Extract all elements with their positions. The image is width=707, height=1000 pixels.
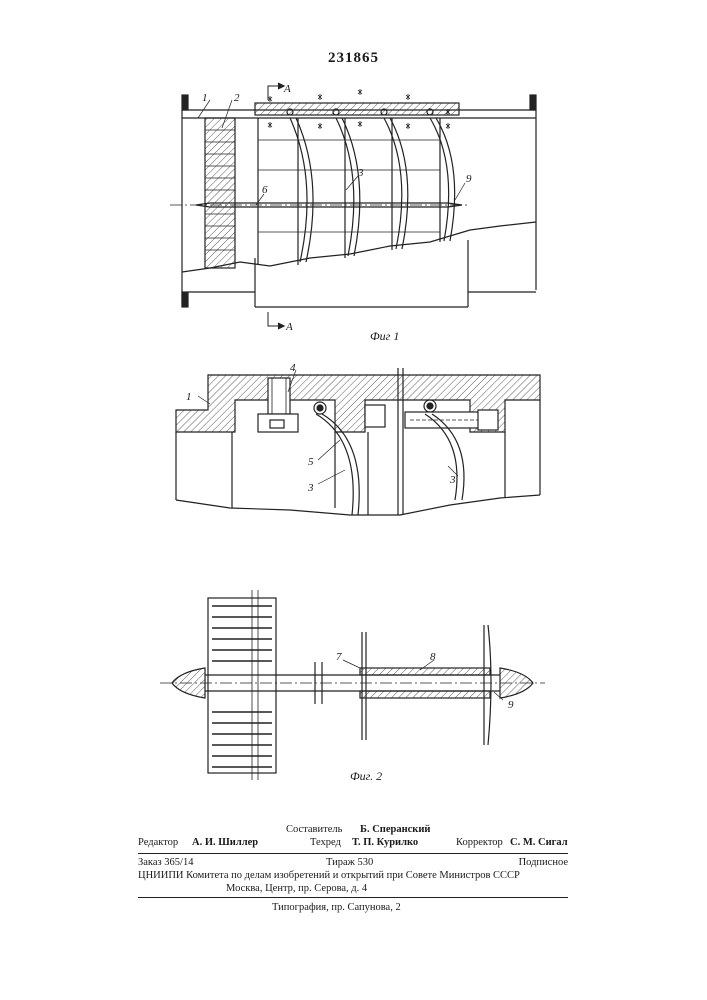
printing-row: Типография, пр. Сапунова, 2: [138, 901, 568, 914]
institute: ЦНИИПИ Комитета по делам изобретений и о…: [138, 869, 520, 882]
credits-block: Составитель Б. Сперанский Редактор А. И.…: [138, 823, 568, 849]
editor-name: А. И. Шиллер: [192, 836, 258, 849]
label-fig1-6: 6: [262, 184, 268, 196]
printing-divider: [138, 897, 568, 898]
order-number: Заказ 365/14: [138, 856, 193, 869]
address-row: Москва, Центр, пр. Серова, д. 4: [138, 882, 568, 895]
label-fig2-8: 8: [430, 651, 436, 663]
printing-house: Типография, пр. Сапунова, 2: [272, 901, 401, 914]
figure-1: [170, 83, 536, 329]
label-fig2-9: 9: [508, 699, 514, 711]
publication-row: Заказ 365/14 Тираж 530 Подписное: [138, 856, 568, 869]
technical-drawing: 1 2 6 3 9 A A Фиг 1: [0, 0, 707, 800]
editor-label: Редактор: [138, 836, 178, 849]
printing-block: Типография, пр. Сапунова, 2: [138, 901, 568, 914]
composer-label: Составитель: [286, 823, 342, 836]
credits-divider: [138, 853, 568, 854]
corrector-name: С. М. Сигал: [510, 836, 568, 849]
label-fig1-9: 9: [466, 173, 472, 185]
label-detail-1: 1: [186, 391, 192, 403]
figure-detail-section: [176, 368, 540, 515]
circulation: Тираж 530: [326, 856, 373, 869]
label-detail-4: 4: [290, 362, 296, 374]
section-mark-bottom: A: [285, 321, 293, 333]
label-detail-3a: 3: [307, 482, 314, 494]
figure-1-caption: Фиг 1: [370, 329, 399, 343]
figure-2-caption: Фиг. 2: [350, 769, 382, 783]
label-fig1-1: 1: [202, 92, 208, 104]
subscription: Подписное: [519, 856, 568, 869]
tech-name: Т. П. Курилко: [352, 836, 418, 849]
figure-2: [160, 590, 545, 780]
label-detail-3b: 3: [449, 474, 456, 486]
section-mark-top: A: [283, 83, 291, 95]
label-fig1-3: 3: [357, 167, 364, 179]
credits-staff-row: Редактор А. И. Шиллер Техред Т. П. Курил…: [138, 836, 568, 849]
credits-composer-row: Составитель Б. Сперанский: [138, 823, 568, 836]
label-fig1-2: 2: [234, 92, 240, 104]
institute-row: ЦНИИПИ Комитета по делам изобретений и о…: [138, 869, 568, 882]
label-fig2-7: 7: [336, 651, 342, 663]
corrector-label: Корректор: [456, 836, 503, 849]
label-detail-5: 5: [308, 456, 314, 468]
publication-block: Заказ 365/14 Тираж 530 Подписное ЦНИИПИ …: [138, 856, 568, 895]
address: Москва, Центр, пр. Серова, д. 4: [226, 882, 367, 895]
tech-label: Техред: [310, 836, 341, 849]
composer-name: Б. Сперанский: [360, 823, 430, 836]
